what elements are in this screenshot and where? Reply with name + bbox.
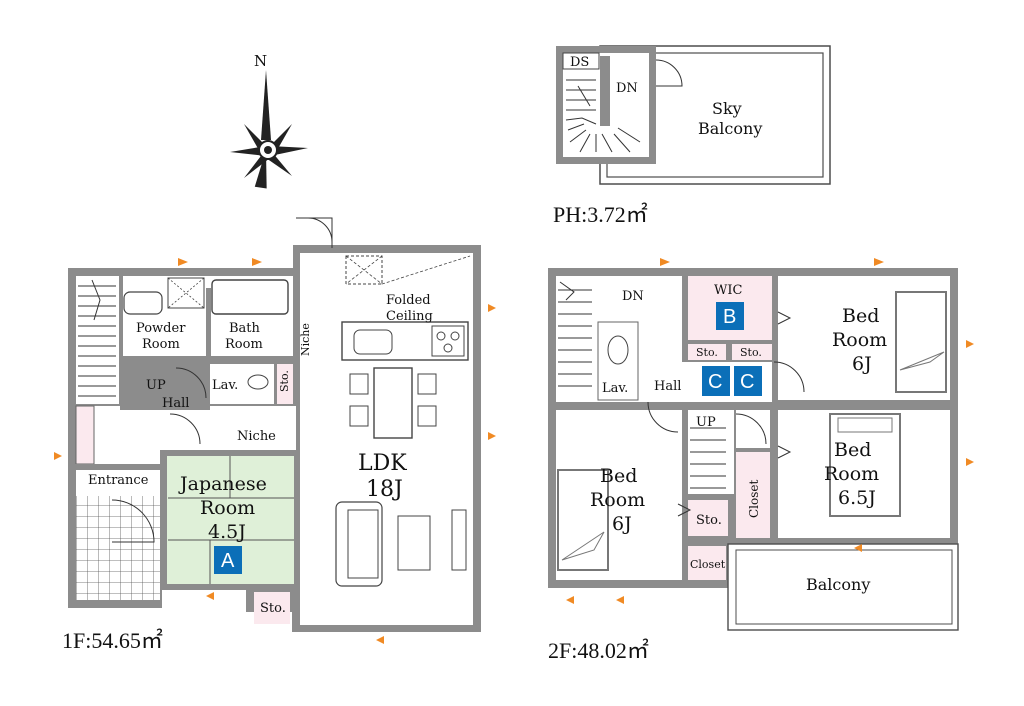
tag-c2-label: C [740,371,754,393]
tag-b-badge [716,302,744,330]
balcony-label: Balcony [806,575,870,594]
bath-room-label-1: Bath [229,321,261,336]
powder-room-label-2: Room [142,337,180,352]
hall-2f-label: Hall [654,379,681,394]
up-1f-label: UP [146,378,166,393]
sto-2f-2-label: Sto. [740,346,762,359]
up-2f-label: UP [696,415,716,430]
ph-dn-label: DN [616,81,638,96]
bed-room-3-label-2: Room [590,489,645,511]
lav-2f-label: Lav. [602,381,628,396]
folded-ceiling-label-1: Folded [386,293,431,308]
closet-vertical-label: Closet [747,479,761,518]
ldk-label: LDK [358,451,407,476]
japanese-room-size: 4.5J [208,521,246,543]
tag-a-badge [214,546,242,574]
penthouse-plan: DS DN Sky Balcony [556,45,831,185]
powder-room-label-1: Powder [136,321,186,336]
closet-2-label: Closet [690,558,726,571]
tag-b-label: B [723,306,736,328]
sto-1f-lower-label: Sto. [260,601,286,616]
window-arrows [54,258,974,644]
tag-a-label: A [221,550,235,572]
wic-label: WIC [714,283,742,298]
dn-2f-label: DN [622,289,644,304]
bed-room-2-label-1: Bed [834,439,871,461]
sky-balcony-label-1: Sky [712,99,742,118]
sto-2f-3-label: Sto. [696,513,722,528]
bed-room-2-label-2: Room [824,463,879,485]
first-floor-plan [68,217,481,632]
bed-room-1-label-2: Room [832,329,887,351]
bed-room-2-size: 6.5J [838,487,876,509]
japanese-room-label-1: Japanese [178,473,267,495]
niche-label: Niche [237,429,276,444]
niche-label-vertical: Niche [299,323,312,356]
japanese-room-label-2: Room [200,497,255,519]
tag-c1-badge [702,366,730,396]
first-floor-area-label: 1F:54.65㎡ [62,628,163,653]
ph-area-label: PH:3.72㎡ [553,202,648,227]
sto-2f-1-label: Sto. [696,346,718,359]
second-floor-area-label: 2F:48.02㎡ [548,638,649,663]
sky-balcony-label-2: Balcony [698,119,762,138]
tag-c1-label: C [708,371,722,393]
sto-1f-upper-label: Sto. [278,370,291,392]
folded-ceiling-label-2: Ceiling [386,309,433,324]
ldk-size: 18J [366,477,403,502]
compass-north-label: N [254,52,267,70]
compass-icon: N [230,52,308,189]
bed-room-1-label-1: Bed [842,305,879,327]
entrance-label: Entrance [88,473,149,488]
bed-room-1-size: 6J [852,353,872,375]
second-floor-plan [548,268,959,631]
bed-room-3-size: 6J [612,513,632,535]
bed-room-3-label-1: Bed [600,465,637,487]
bath-room-label-2: Room [225,337,263,352]
tag-c2-badge [734,366,762,396]
ph-ds-label: DS [570,55,589,70]
hall-1f-label: Hall [162,396,189,411]
lav-1f-label: Lav. [212,378,238,393]
